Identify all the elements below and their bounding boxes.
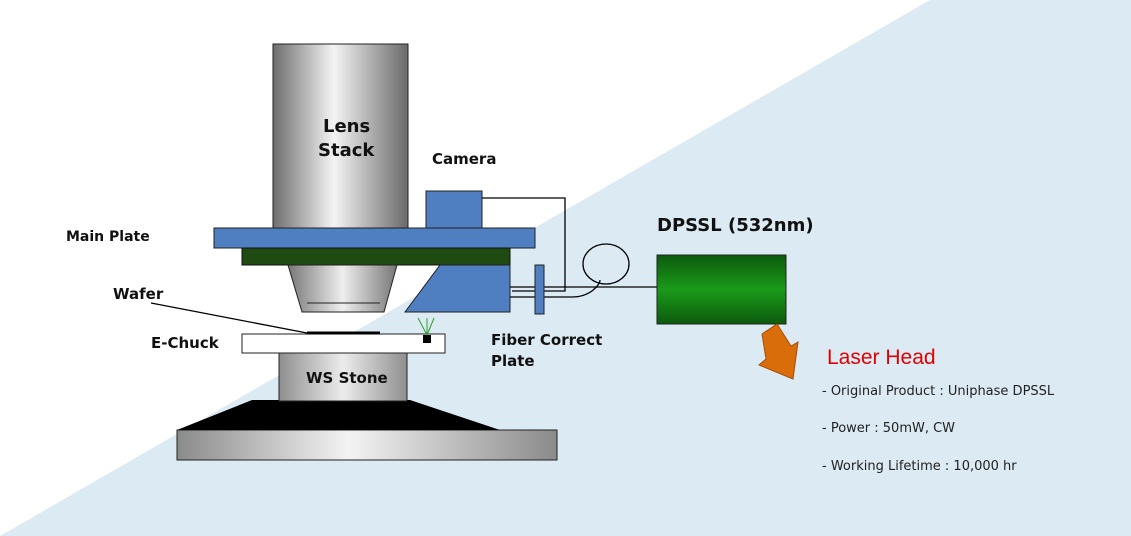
fiber-loop [571,279,601,298]
main-plate-underlayer [241,247,511,266]
camera-block [425,190,483,229]
dpssl-label: DPSSL (532nm) [657,215,814,236]
e-chuck [241,333,446,354]
fiber-correct-label-2: Plate [491,352,535,370]
main-plate-label: Main Plate [66,229,150,245]
base-trapezoid [177,400,500,430]
beam-line-a [417,317,428,336]
ws-stone [278,352,408,402]
camera-label: Camera [432,150,497,168]
orange-arrow-icon [758,323,799,380]
lens-stack [272,43,409,229]
e-chuck-label: E-Chuck [151,334,219,352]
wafer-pointer-line [150,302,308,334]
base-plate [176,429,558,461]
fiber-correct-label-1: Fiber Correct [491,331,603,349]
spec-line-1: - Original Product : Uniphase DPSSL [822,384,1055,399]
fiber-coil [582,243,630,285]
ws-stone-label: WS Stone [306,369,388,387]
marker-block [423,335,431,343]
laser-head-title: Laser Head [827,346,936,369]
lens-stack-label-2: Stack [318,140,375,161]
fiber-head [404,264,511,313]
wafer-label: Wafer [113,285,164,303]
dpssl-laser-box [656,254,787,325]
objective-cone [287,264,398,313]
beam-line-b [426,317,435,336]
spec-line-3: - Working Lifetime : 10,000 hr [822,459,1017,474]
spec-line-2: - Power : 50mW, CW [822,421,956,436]
lens-stack-label-1: Lens [323,116,371,137]
correct-plate [534,264,545,315]
main-plate [213,227,536,249]
